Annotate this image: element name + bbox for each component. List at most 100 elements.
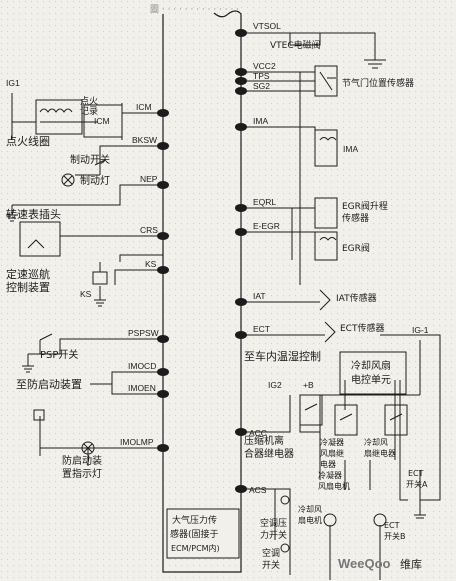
knock-sensor-icon <box>92 262 108 285</box>
label-fan-ctrl-1: 冷却风扇 <box>351 359 391 372</box>
signal-ks: KS <box>145 259 157 269</box>
label-cool-relay-1: 冷却风 <box>364 437 388 447</box>
label-cool-relay-2: 扇继电器 <box>364 448 396 458</box>
signal-pspsw: PSPSW <box>128 328 159 338</box>
brake-lamp-icon <box>61 173 75 187</box>
ignition-coil-symbol <box>35 99 123 138</box>
label-fan-ctrl-2: 电控单元 <box>351 373 391 386</box>
ecu-label-line2: 感器(固接于 <box>170 528 219 540</box>
label-brake-lamp: 制动灯 <box>80 174 110 187</box>
label-ect-sensor: ECT传感器 <box>340 322 384 334</box>
ac-switch-symbols <box>280 495 290 553</box>
temperature-sensors-symbol <box>319 289 336 343</box>
label-ignition-coil: 点火线圈 <box>6 134 50 148</box>
label-ac-pressure-2: 力开关 <box>260 529 287 541</box>
label-ac-switch-1: 空调 <box>262 547 280 559</box>
label-ect-switch-a-1: ECT <box>408 469 424 478</box>
egr-sensor-symbol <box>314 197 338 261</box>
label-vtec-valve: VTEC电磁阀 <box>270 39 321 51</box>
ks-sensor-label: KS <box>80 289 92 299</box>
label-egr-lift-2: 传感器 <box>342 212 369 224</box>
signal-iat: IAT <box>253 291 266 301</box>
ecm-pins <box>157 29 247 493</box>
signal-e-egr: E-EGR <box>253 221 280 231</box>
immobilizer-lamp-icon <box>33 409 95 455</box>
label-tach-plug: 转速表插头 <box>6 207 61 221</box>
egr-valve-symbol <box>314 231 338 261</box>
signal-imocd: IMOCD <box>128 361 156 371</box>
signal-sg2: SG2 <box>253 81 270 91</box>
ecu-label-line1: 大气压力传 <box>172 514 217 526</box>
icm-box-label: ICM <box>94 116 110 126</box>
signal-ect: ECT <box>253 324 270 334</box>
signal-eqrl: EQRL <box>253 197 276 207</box>
signal-nep: NEP <box>140 174 158 184</box>
signal-ima: IMA <box>253 116 268 126</box>
signal-icm: ICM <box>136 102 152 112</box>
label-immo-lamp-1: 防启动装 <box>62 454 102 467</box>
label-brake-switch: 制动开关 <box>70 153 110 166</box>
label-ect-switch-b-2: 开关B <box>384 531 406 541</box>
signal-crs: CRS <box>140 225 158 235</box>
signal-plus-b: +B <box>303 380 314 390</box>
label-cool-motor-1: 冷却风 <box>298 504 322 514</box>
label-egr-lift-1: EGR阀升程 <box>342 201 388 212</box>
fan-motor-symbols <box>323 513 387 527</box>
label-cond-motor-2: 风扇电机 <box>318 481 350 491</box>
label-throttle-sensor: 节气门位置传感器 <box>342 77 414 89</box>
label-cruise-1: 定速巡航 <box>6 267 50 281</box>
psp-switch-icon <box>39 333 53 354</box>
ecm-body <box>162 10 242 573</box>
signal-acs: ACS <box>249 485 267 495</box>
signal-tps: TPS <box>253 71 270 81</box>
relay-symbols <box>299 394 408 436</box>
label-ect-switch-b-1: ECT <box>384 521 400 530</box>
signal-ig1: IG1 <box>6 78 20 88</box>
label-cool-motor-2: 扇电机 <box>298 515 322 525</box>
ima-box-label: IMA <box>343 144 358 154</box>
label-comp-relay-2: 合器继电器 <box>244 447 294 460</box>
signal-bksw: BKSW <box>132 135 157 145</box>
signal-imoen: IMOEN <box>128 383 156 393</box>
watermark-brand: WeeQoo <box>338 556 391 571</box>
label-cond-motor-1: 冷凝器 <box>318 470 342 480</box>
watermark-suffix: 维库 <box>400 558 422 571</box>
ecu-pressure-sensor-box: 大气压力传 感器(固接于 ECM/PCM内) <box>166 508 240 559</box>
ground-symbols <box>6 205 426 580</box>
bleed-through-text: 圖 · · · · · · · · · · · · · · <box>150 4 239 15</box>
signal-imolmp: IMOLMP <box>120 437 154 447</box>
label-iat-sensor: IAT传感器 <box>336 292 377 304</box>
signal-vtsol: VTSOL <box>253 21 281 31</box>
signal-vcc2: VCC2 <box>253 61 276 71</box>
label-ac-pressure-1: 空调压 <box>260 517 287 529</box>
signal-acc: ACC <box>249 428 267 438</box>
label-psp-switch: PSP开关 <box>40 348 78 361</box>
component-labels: VTEC电磁阀 节气门位置传感器 点火线圈 制动开关 制动灯 转速表插头 EGR… <box>6 39 428 571</box>
fan-control-unit-symbol <box>339 351 407 395</box>
label-ect-switch-a-2: 开关A <box>406 479 428 489</box>
label-cond-relay-2: 风扇继 <box>320 448 344 458</box>
label-cruise-2: 控制装置 <box>6 280 50 294</box>
icm-module <box>83 104 123 138</box>
label-immo-lamp-2: 置指示灯 <box>62 467 102 480</box>
throttle-sensor-symbol <box>314 65 338 97</box>
label-comp-relay-1: 压缩机离 <box>244 434 284 447</box>
cruise-control-symbol <box>19 221 61 257</box>
label-igniter-1: 点火 <box>80 96 98 107</box>
label-climate-control: 至车内温湿控制 <box>244 349 321 363</box>
signal-ig1b: IG-1 <box>412 325 429 335</box>
label-egr-valve: EGR阀 <box>342 243 370 254</box>
ima-sensor-symbol <box>314 129 338 167</box>
signal-ig2: IG2 <box>268 380 282 390</box>
ecu-label-line3: ECM/PCM内) <box>171 543 220 553</box>
label-ac-switch-2: 开关 <box>262 559 280 571</box>
label-igniter-2: 记录 <box>80 106 98 117</box>
label-cond-relay-1: 冷凝器 <box>320 437 344 447</box>
signal-labels: VTSOL VCC2 TPS SG2 ICM IMA BKSW NEP EQRL… <box>6 21 429 495</box>
brake-switch-icon <box>94 159 106 175</box>
watermark: WeeQoo 维库 <box>338 556 422 571</box>
wiring <box>11 32 441 575</box>
label-immobilizer: 至防启动装置 <box>16 377 82 391</box>
label-cond-relay-3: 电器 <box>320 459 336 469</box>
